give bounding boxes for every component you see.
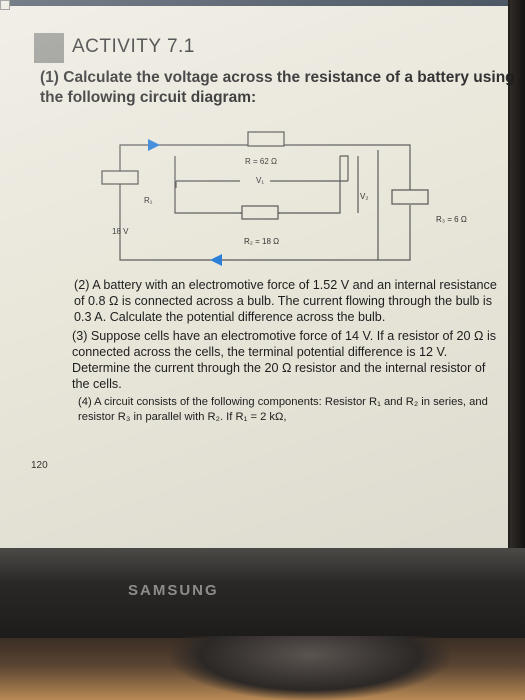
label-v2: V₂ <box>360 192 368 201</box>
current-arrow-bottom <box>210 254 222 266</box>
monitor-stand <box>170 636 450 700</box>
resistor-r3 <box>391 189 429 205</box>
current-arrow-top <box>148 139 160 151</box>
label-emf: 18 V <box>112 227 129 236</box>
question-3: (3) Suppose cells have an electromotive … <box>72 329 497 391</box>
resistor-r1 <box>101 170 139 185</box>
label-r3: R₃ = 6 Ω <box>436 215 467 224</box>
monitor-lower-bezel <box>0 548 525 638</box>
label-r1: R₁ <box>144 196 153 205</box>
question-4: (4) A circuit consists of the following … <box>78 396 488 423</box>
label-v1: V₁ <box>256 176 264 185</box>
label-r2: R₂ = 18 Ω <box>244 237 279 246</box>
brand-logo: SAMSUNG <box>128 582 219 599</box>
circuit-diagram: R = 62 Ω V₁ R₁ V₂ R₃ = 6 Ω 18 V R₂ = 18 … <box>101 131 467 266</box>
activity-marker <box>34 33 64 63</box>
label-r-top: R = 62 Ω <box>245 157 277 166</box>
resistor-r-top <box>247 131 285 147</box>
resistor-r2 <box>241 205 279 220</box>
monitor-screen: ACTIVITY 7.1 (1) Calculate the voltage a… <box>0 0 515 548</box>
question-2: (2) A battery with an electromotive forc… <box>74 278 497 324</box>
monitor-side-edge <box>505 0 525 560</box>
activity-title: ACTIVITY 7.1 <box>72 36 195 57</box>
page-number: 120 <box>31 460 48 471</box>
question-1: (1) Calculate the voltage across the res… <box>40 69 515 106</box>
window-top-bar <box>0 0 508 6</box>
window-corner-tab <box>0 0 10 10</box>
